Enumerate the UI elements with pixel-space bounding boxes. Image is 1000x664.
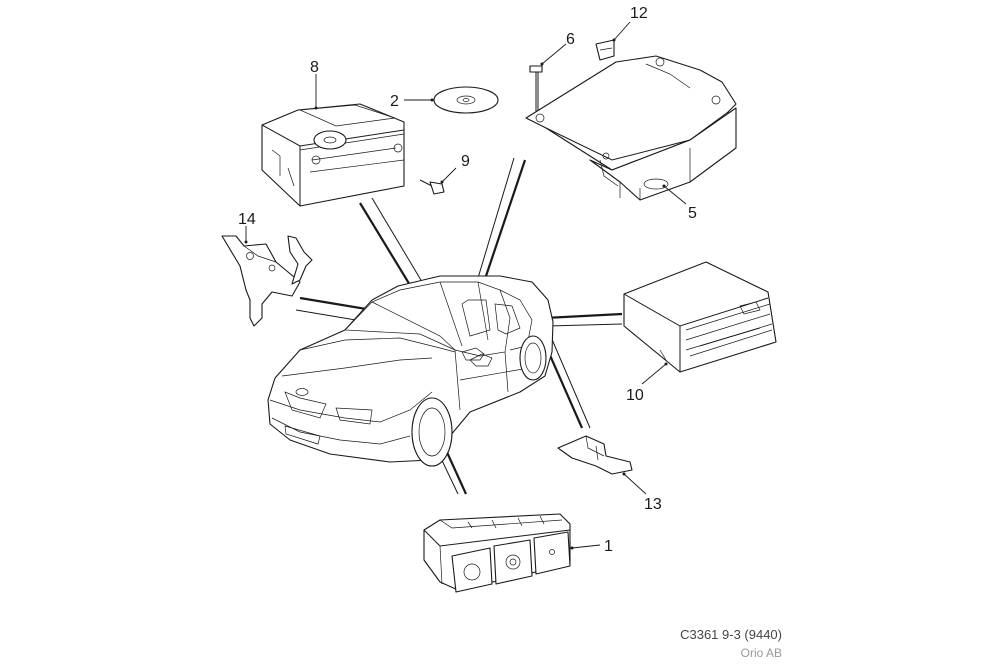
- part-5-mounting-bracket: [525, 55, 737, 201]
- callout-5: 5: [688, 205, 697, 222]
- part-12-clip: [595, 39, 615, 61]
- callout-13: 13: [644, 496, 662, 513]
- part-9-screw: [419, 179, 445, 195]
- callout-12: 12: [630, 5, 648, 22]
- callouts: 8 2 9 6 12 5 14 10 13 1: [238, 5, 697, 555]
- part-8-cd-changer: [261, 103, 405, 207]
- callout-8: 8: [310, 59, 319, 76]
- part-1-switch-panel: [423, 513, 571, 593]
- callout-14: 14: [238, 211, 256, 228]
- connector-5: [482, 159, 527, 283]
- callout-2: 2: [390, 93, 399, 110]
- part-6-bolt: [529, 65, 543, 112]
- part-14-bracket: [221, 235, 313, 327]
- callout-6: 6: [566, 31, 575, 48]
- callout-10: 10: [626, 387, 644, 404]
- callout-9: 9: [461, 153, 470, 170]
- connector-10: [544, 312, 623, 320]
- copyright-owner: Orio AB: [740, 646, 782, 660]
- part-10-audio-unit: [623, 261, 777, 373]
- part-13-clamp: [557, 435, 633, 475]
- diagram-reference: C3361 9-3 (9440): [680, 627, 782, 642]
- car-illustration: [267, 275, 554, 467]
- callout-1: 1: [604, 538, 613, 555]
- part-2-disc: [433, 86, 499, 114]
